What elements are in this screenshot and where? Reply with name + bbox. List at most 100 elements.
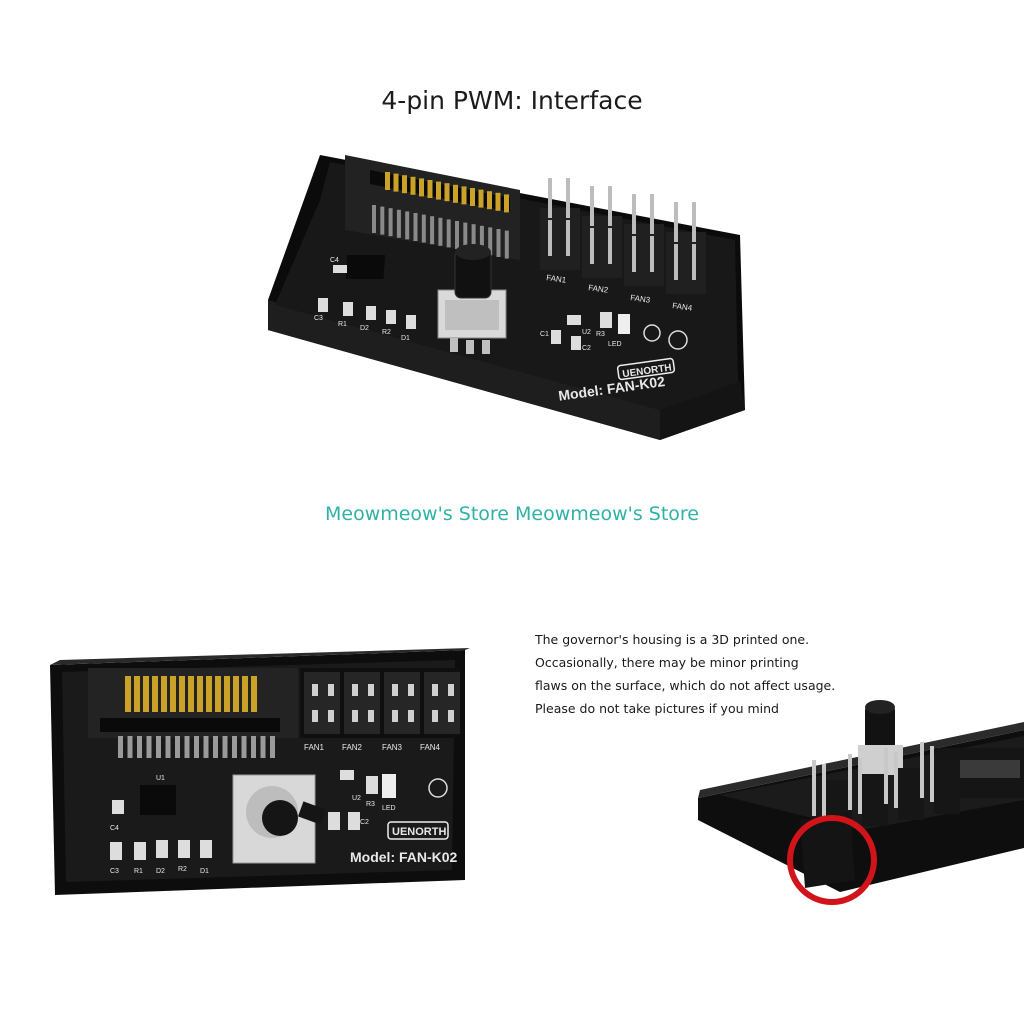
fan2-label-bl: FAN2 — [342, 743, 363, 752]
fan4-label-bl: FAN4 — [420, 743, 441, 752]
connector-pin — [203, 736, 209, 758]
gold-pin — [504, 194, 509, 213]
fan-pin — [368, 684, 374, 696]
fan-pin — [392, 710, 398, 722]
d1-label-top: D1 — [401, 335, 410, 342]
led-label-top: LED — [608, 341, 622, 348]
connector-pin — [446, 219, 451, 248]
connector-pin — [388, 208, 393, 237]
fan-pin — [674, 244, 678, 280]
fan-pin — [548, 178, 552, 218]
u1-label-bl: U1 — [156, 775, 165, 782]
connector-pin — [241, 736, 247, 758]
fan-header — [624, 224, 664, 286]
fan-pin — [408, 710, 414, 722]
connector-pin — [396, 209, 401, 238]
fan-pin — [352, 684, 358, 696]
connector-pin — [488, 227, 493, 256]
fan-pin — [312, 710, 318, 722]
fan-pin — [548, 220, 552, 256]
gold-pin — [215, 676, 221, 712]
fan-pin — [448, 684, 454, 696]
fan-header — [540, 208, 580, 270]
connector-pin — [213, 736, 218, 758]
c3-label-bl: C3 — [110, 868, 119, 875]
led-label-bl: LED — [382, 805, 396, 812]
gold-pin — [427, 180, 433, 198]
brand-label-bl: UENORTH — [392, 826, 446, 838]
fan-pin — [432, 684, 438, 696]
gold-pin — [487, 191, 492, 210]
fan-header — [862, 774, 888, 826]
fan-pin — [608, 186, 612, 226]
note-line: Please do not take pictures if you mind — [535, 701, 779, 716]
fan-pin — [608, 228, 612, 264]
note-line: The governor's housing is a 3D printed o… — [535, 632, 810, 647]
fan-pin — [692, 244, 696, 280]
connector-pin — [479, 225, 484, 254]
gold-pin — [143, 676, 149, 712]
r3-label-top: R3 — [596, 331, 605, 338]
fan-pin — [884, 748, 888, 804]
gold-pin — [170, 676, 176, 712]
connector-pin — [222, 736, 228, 758]
gold-pin — [453, 184, 458, 203]
gold-pin — [478, 189, 484, 208]
fan-pin — [848, 754, 852, 810]
connector-pin — [372, 205, 376, 233]
c4-label-bl: C4 — [110, 825, 119, 832]
connector-pin — [232, 736, 237, 758]
connector-pin — [496, 229, 501, 257]
gold-pin — [179, 676, 185, 712]
fan-pin — [566, 220, 570, 256]
fan-pin — [312, 684, 318, 696]
fan-pin — [858, 758, 862, 814]
fan-pin — [328, 684, 334, 696]
gold-pin — [125, 676, 131, 712]
fan-pin — [650, 236, 654, 272]
fan-pin — [368, 710, 374, 722]
gold-pin — [393, 173, 399, 192]
fan2-label-top: FAN2 — [588, 283, 610, 295]
fan-pin — [812, 760, 816, 816]
gold-pin — [242, 676, 248, 712]
gold-pin — [188, 676, 194, 712]
fan-header — [898, 768, 924, 820]
fan-header — [424, 672, 460, 734]
connector-pin — [270, 736, 275, 758]
flaw-highlight-circle — [787, 815, 877, 905]
fan-header — [384, 672, 420, 734]
connector-pin — [137, 736, 142, 758]
fan-pin — [392, 684, 398, 696]
r1-label-top: R1 — [338, 321, 347, 328]
connector-pin — [380, 206, 385, 235]
fan-pin — [650, 194, 654, 234]
fan-pin — [632, 236, 636, 272]
fan-pin — [590, 186, 594, 226]
housing-note: The governor's housing is a 3D printed o… — [535, 628, 875, 720]
r2-label-top: R2 — [382, 329, 391, 336]
fan-pin — [566, 178, 570, 218]
r3-label-bl: R3 — [366, 801, 375, 808]
connector-pin — [438, 217, 443, 246]
d2-label-top: D2 — [360, 325, 369, 332]
gold-pin — [233, 676, 239, 712]
connector-pin — [405, 211, 410, 240]
fan-pin — [894, 752, 898, 808]
gold-pin — [419, 178, 424, 197]
fan-pin — [590, 228, 594, 264]
fan-pin — [674, 202, 678, 242]
fan-pin — [408, 684, 414, 696]
fan-header — [344, 672, 380, 734]
u2-label-top: U2 — [582, 329, 591, 336]
connector-pin — [413, 213, 418, 241]
gold-pin — [251, 676, 257, 712]
fan3-label-top: FAN3 — [630, 293, 652, 305]
fan-pin — [352, 710, 358, 722]
page-title: 4-pin PWM: Interface — [381, 86, 643, 115]
connector-pin — [463, 222, 468, 251]
fan-pin — [692, 202, 696, 242]
connector-pin — [156, 736, 161, 758]
